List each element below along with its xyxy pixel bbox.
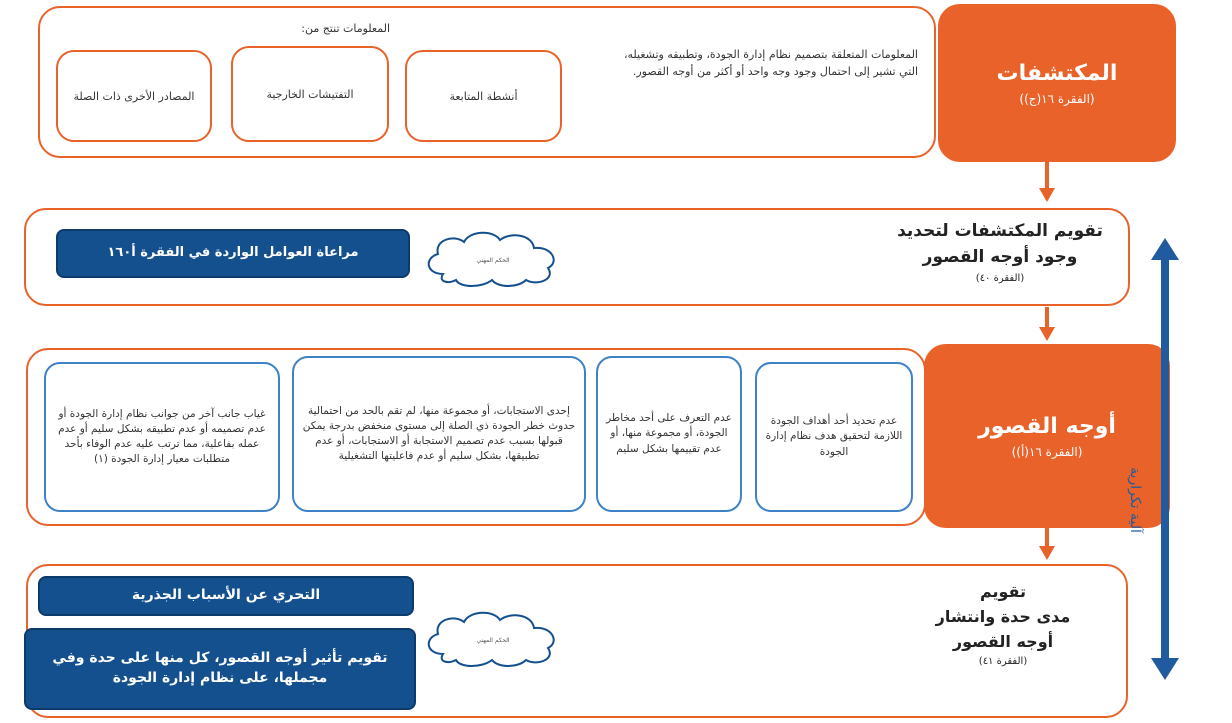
- flow-arrow-3-head: [1039, 546, 1055, 560]
- deficiencies-title: أوجه القصور: [978, 413, 1116, 439]
- professional-judgment-cloud-1: الحكم المهني: [427, 231, 555, 287]
- evaluate-impact-button: تقويم تأثير أوجه القصور، كل منها على حدة…: [24, 628, 416, 710]
- evaluate-findings-title: تقويم المكتشفات لتحديد وجود أوجه القصور …: [880, 218, 1120, 286]
- flow-arrow-2-stem: [1045, 307, 1049, 329]
- deficiency-item-risks: عدم التعرف على أحد مخاطر الجودة، أو مجمو…: [596, 356, 742, 512]
- cloud-2-label: الحكم المهني: [476, 637, 509, 644]
- evaluate-findings-title-line1: تقويم المكتشفات لتحديد: [897, 221, 1103, 241]
- iterative-double-arrow: [1151, 238, 1179, 680]
- evaluate-findings-ref: (الفقرة ٤٠): [975, 272, 1025, 284]
- deficiency-item-other-aspect: غياب جانب آخر من جوانب نظام إدارة الجودة…: [44, 362, 280, 512]
- professional-judgment-cloud-2: الحكم المهني: [427, 611, 555, 667]
- findings-title: المكتشفات: [996, 60, 1118, 86]
- flow-arrow-1-head: [1039, 188, 1055, 202]
- root-cause-button: التحري عن الأسباب الجذرية: [38, 576, 414, 616]
- cloud-1-label: الحكم المهني: [476, 257, 509, 264]
- evaluate-findings-title-line2: وجود أوجه القصور: [922, 247, 1078, 268]
- findings-description: المعلومات المتعلقة بتصميم نظام إدارة الج…: [623, 48, 918, 79]
- findings-ref: (الفقرة ١٦(ج)): [1019, 91, 1095, 106]
- deficiency-item-objectives: عدم تحديد أحد أهداف الجودة اللازمة لتحقي…: [755, 362, 913, 512]
- source-box-external-inspections: التفتيشات الخارجية: [231, 46, 389, 142]
- consider-factors-button: مراعاة العوامل الواردة في الفقرة أ١٦٠: [56, 229, 410, 278]
- flow-arrow-1-stem: [1045, 162, 1049, 190]
- deficiencies-tab: أوجه القصور (الفقرة ١٦(أ)): [924, 344, 1170, 528]
- iterative-label: آلية تكرارية: [1127, 467, 1143, 533]
- flow-arrow-2-head: [1039, 327, 1055, 341]
- flow-arrow-3-stem: [1045, 528, 1049, 548]
- evaluate-severity-title-line3: أوجه القصور: [952, 631, 1054, 651]
- deficiency-item-responses: إحدى الاستجابات، أو مجموعة منها، لم تقم …: [292, 356, 586, 512]
- deficiencies-ref: (الفقرة ١٦(أ)): [1011, 444, 1083, 459]
- sources-heading: المعلومات تنتج من:: [301, 22, 390, 35]
- evaluate-severity-title-line2: مدى حدة وانتشار: [935, 606, 1071, 626]
- findings-tab: المكتشفات (الفقرة ١٦(ج)): [938, 4, 1176, 162]
- evaluate-severity-ref: (الفقرة ٤١): [978, 656, 1028, 668]
- evaluate-severity-title-line1: تقويم: [979, 582, 1027, 601]
- source-box-other-sources: المصادر الأخرى ذات الصلة: [56, 50, 212, 142]
- source-box-monitoring: أنشطة المتابعة: [405, 50, 562, 142]
- evaluate-severity-title: تقويم مدى حدة وانتشار أوجه القصور (الفقر…: [898, 580, 1108, 670]
